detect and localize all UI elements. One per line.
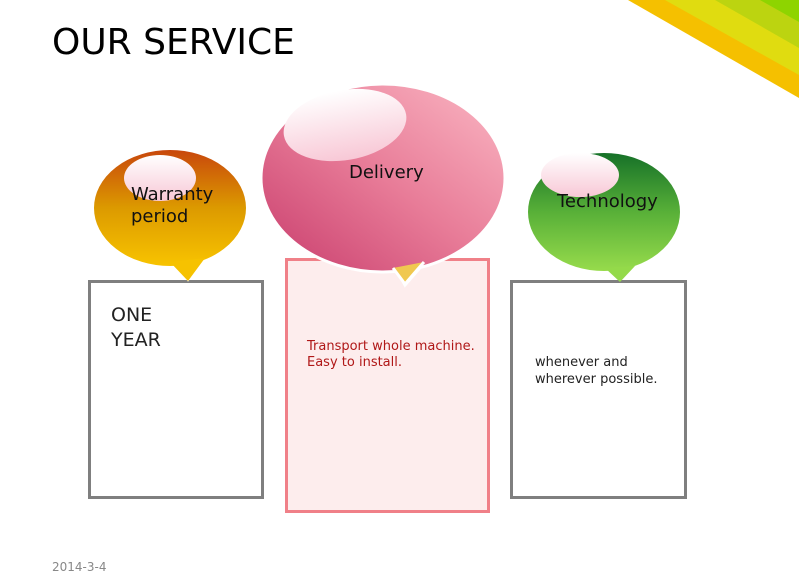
page-title: OUR SERVICE	[52, 22, 295, 63]
delivery-text-line: Easy to install.	[307, 355, 403, 370]
footer-date: 2014-3-4	[52, 560, 107, 574]
delivery-bubble	[259, 82, 507, 288]
technology-text-line: whenever and	[535, 355, 628, 370]
warranty-heading: Warranty period	[131, 184, 213, 228]
warranty-bubble	[92, 148, 248, 282]
warranty-heading-line: period	[131, 206, 189, 227]
technology-bubble	[526, 151, 682, 282]
delivery-heading: Delivery	[349, 162, 424, 183]
technology-text-line: wherever possible.	[535, 372, 658, 387]
technology-card: whenever and wherever possible.	[510, 280, 687, 499]
warranty-value-line: YEAR	[111, 329, 161, 351]
warranty-value-line: ONE	[111, 304, 153, 326]
delivery-text-line: Transport whole machine.	[307, 339, 475, 354]
delivery-card: Transport whole machine. Easy to install…	[285, 258, 490, 513]
warranty-heading-line: Warranty	[131, 184, 214, 205]
warranty-card: ONE YEAR	[88, 280, 264, 499]
technology-heading: Technology	[557, 191, 658, 212]
